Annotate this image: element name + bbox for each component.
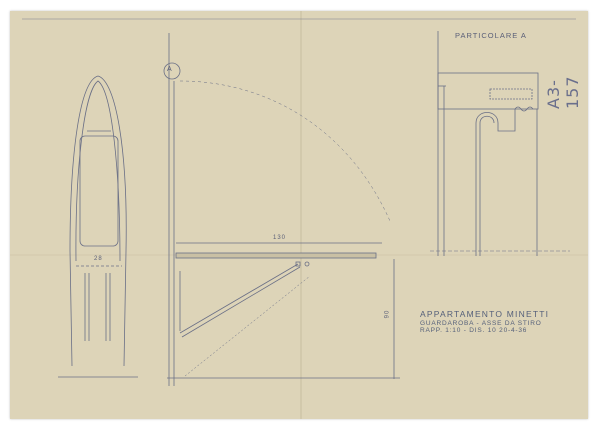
detail-label: PARTICOLARE A [455,31,527,40]
technical-drawing [10,11,588,419]
board-width-dimension: 28 [94,256,103,262]
height-dimension: 90 [384,309,391,319]
title-block: APPARTAMENTO MINETTI GUARDAROBA - ASSE D… [420,309,549,334]
drawing-sheet: PARTICOLARE A A 28 130 90 APPARTAMENTO M… [10,11,588,419]
project-name: APPARTAMENTO MINETTI [420,309,550,319]
drawing-subject: GUARDAROBA - ASSE DA STIRO [420,320,542,327]
detail-marker: A [167,66,173,73]
archive-code: A3-157 [544,75,582,109]
scale-and-date: RAPP. 1:10 - DIS. 10 20-4-36 [420,327,528,334]
shelf-length-dimension: 130 [273,235,287,241]
